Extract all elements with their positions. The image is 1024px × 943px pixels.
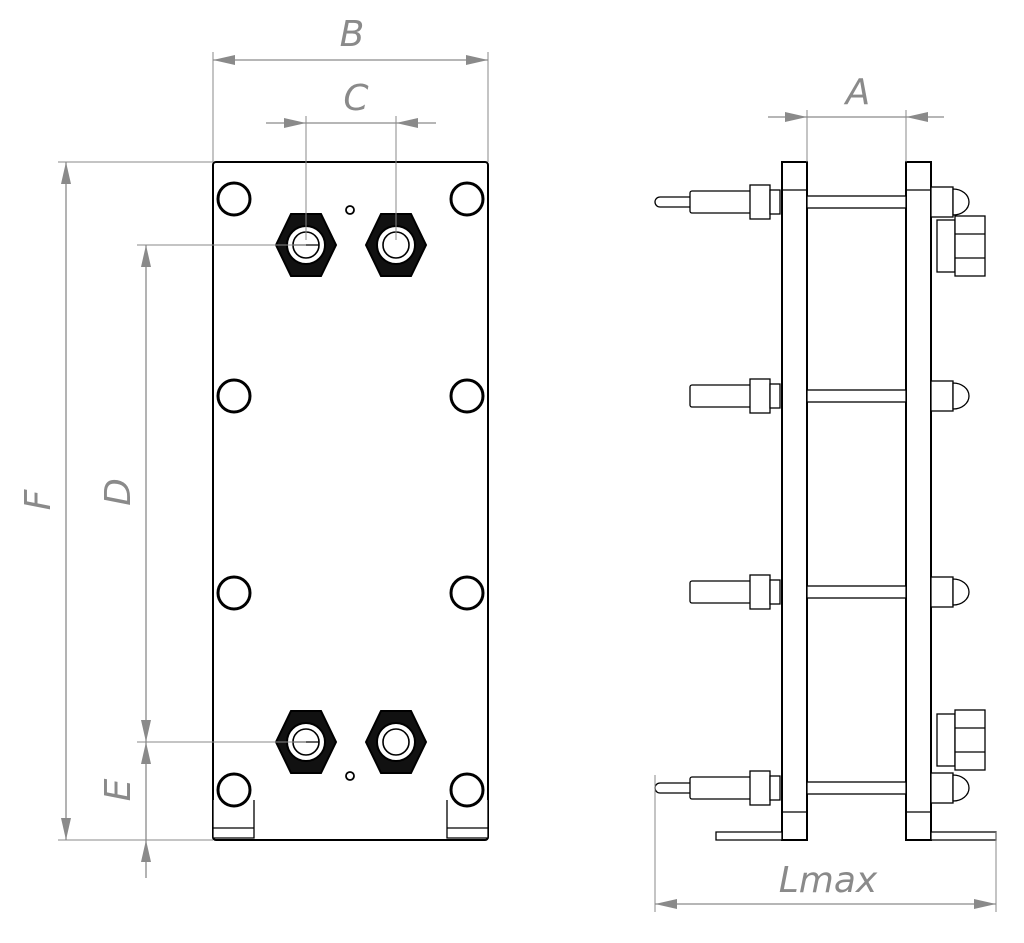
bolt-hole: [449, 772, 485, 808]
pressure-plate: [905, 161, 932, 841]
bolt-holes: [216, 181, 485, 808]
dimension-label-e: E: [98, 778, 139, 801]
front-feet: [212, 800, 489, 839]
hex-port-icon: [364, 710, 428, 774]
side-feet: [715, 831, 997, 841]
dimension-label-b: B: [340, 14, 365, 55]
dimension-label-lmax: Lmax: [779, 860, 878, 901]
bolt-hole: [216, 378, 252, 414]
tie-bolt: [654, 770, 970, 806]
pipe-connection-icon: [936, 215, 986, 277]
dimension-f: F: [18, 161, 213, 841]
dimension-lmax: Lmax: [654, 775, 997, 912]
dimension-b: B: [212, 14, 489, 162]
front-plate: [212, 161, 489, 841]
bolt-hole: [216, 575, 252, 611]
bolt-hole: [449, 575, 485, 611]
dimension-label-a: A: [844, 72, 871, 113]
bolt-hole: [449, 378, 485, 414]
dimension-label-d: D: [98, 478, 139, 506]
port-connections: [274, 213, 428, 774]
tie-bolt: [689, 574, 970, 610]
tie-bolt: [689, 378, 970, 414]
tie-bolt: [654, 184, 970, 220]
fixed-frame-plate: [781, 161, 808, 841]
front-view: B C F D: [18, 14, 489, 878]
dimension-label-f: F: [18, 488, 59, 510]
dimension-a: A: [768, 72, 944, 162]
bolt-hole: [216, 772, 252, 808]
plate-dot: [345, 205, 355, 215]
dimension-d: D: [98, 244, 306, 743]
dimension-e: E: [98, 742, 151, 878]
plate-dot: [345, 771, 355, 781]
bolt-hole: [449, 181, 485, 217]
dimension-label-c: C: [343, 78, 369, 119]
hex-port-icon: [364, 213, 428, 277]
side-view: A Lmax: [654, 72, 997, 912]
dimension-c: C: [266, 78, 436, 240]
bolt-hole: [216, 181, 252, 217]
pipe-connection-icon: [936, 709, 986, 771]
